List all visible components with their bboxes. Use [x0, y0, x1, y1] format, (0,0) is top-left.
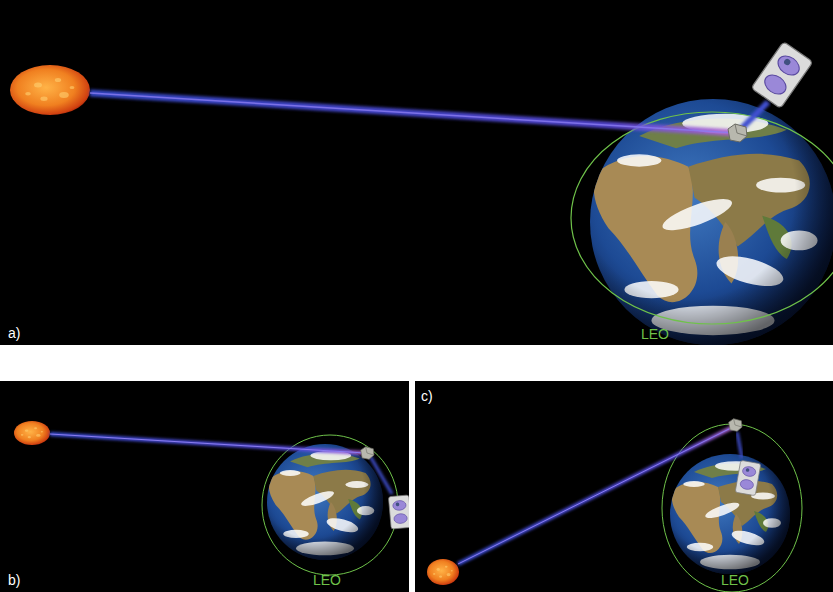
panel-label: b)	[8, 572, 20, 588]
light-beam	[737, 432, 742, 458]
orbit-label: LEO	[313, 572, 341, 588]
earth	[670, 454, 790, 574]
sun	[427, 559, 459, 585]
light-beam	[458, 427, 733, 564]
orbit-label: LEO	[721, 572, 749, 588]
light-beam	[50, 434, 365, 453]
panel-ground	[415, 381, 833, 592]
sun	[10, 65, 90, 115]
panel-ground	[0, 381, 409, 592]
light-beam	[740, 102, 768, 130]
telescope	[388, 495, 409, 529]
satellite	[729, 419, 742, 432]
light-beam	[370, 456, 392, 494]
telescope	[751, 42, 813, 109]
satellite	[361, 447, 374, 460]
orbit	[662, 424, 802, 592]
earth	[590, 99, 833, 345]
light-beam	[90, 93, 736, 133]
orbit	[262, 435, 398, 575]
orbit-label: LEO	[641, 326, 669, 342]
earth	[267, 444, 383, 560]
satellite	[728, 124, 747, 142]
telescope	[735, 460, 761, 495]
sun	[14, 421, 50, 445]
panel-label: c)	[421, 388, 433, 404]
orbit	[571, 112, 833, 324]
panel-label: a)	[8, 325, 20, 341]
